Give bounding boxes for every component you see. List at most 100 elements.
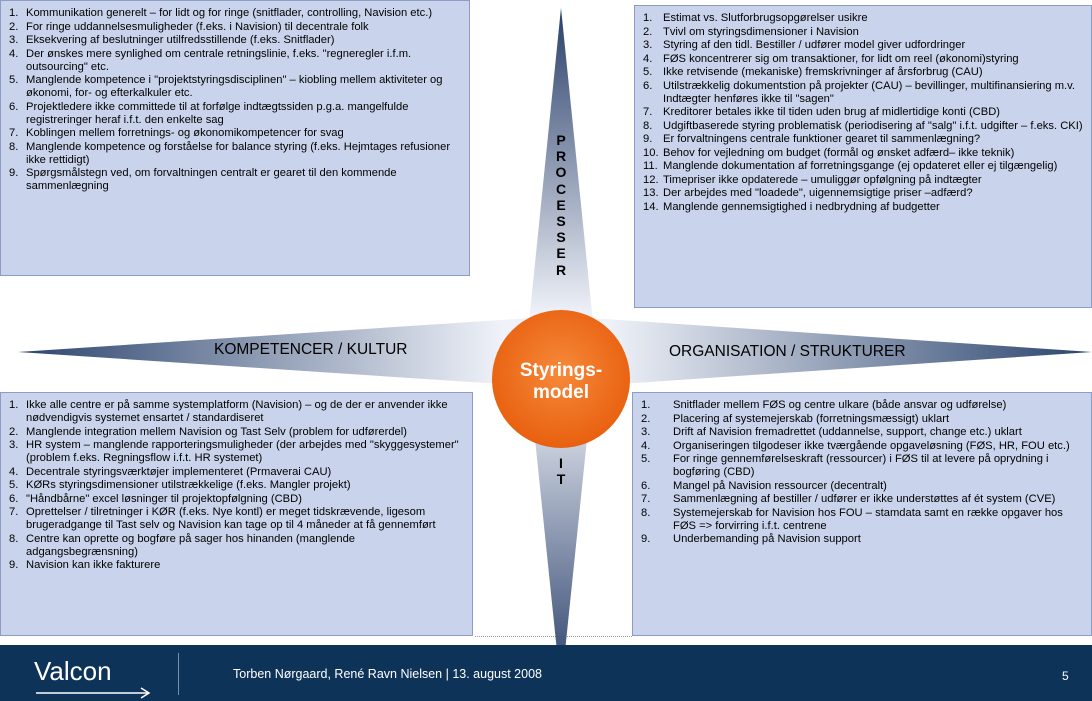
list-item-number: 6. <box>9 100 19 113</box>
list-item-number: 9. <box>9 167 19 179</box>
list-item-number: 1. <box>9 7 19 19</box>
center-label: Styrings- model <box>492 360 630 404</box>
list-item: 7. Oprettelser / tilretninger i KØR (f.ek… <box>9 506 464 532</box>
list-item: 8.Systemejerskab for Navision hos FOU – … <box>641 507 1083 533</box>
list-item-text: Underbemanding på Navision support <box>673 533 861 545</box>
list-item: 9. Navision kan ikke fakturere <box>9 559 464 572</box>
list-item: 4.FØS koncentrerer sig om transaktioner,… <box>643 53 1083 66</box>
list-item-number: 1. <box>641 399 651 411</box>
axis-left-label: KOMPETENCER / KULTUR <box>214 341 408 358</box>
list-item: 13. Der arbejdes med "loadede", uigennems… <box>643 187 1083 200</box>
list-item: 2.For ringe uddannelsesmuligheder (f.eks… <box>9 21 461 34</box>
list-item-number: 4. <box>641 439 651 452</box>
list-item-text: Placering af systemejerskab (forretnings… <box>673 412 950 425</box>
list-item-text: Oprettelser / tilretninger i KØR (f.eks.… <box>26 506 436 531</box>
list-item-text: Navision kan ikke fakturere <box>26 559 161 571</box>
kompetencer-it-box: 1.Ikke alle centre er på samme systempla… <box>0 392 473 636</box>
list-item-number: 5. <box>641 453 651 465</box>
list-item-text: Decentrale styringsværktøjer implementer… <box>26 465 332 478</box>
list-item-text: Estimat vs. Slutforbrugsopgørelser usikr… <box>663 12 868 24</box>
axis-letter: O <box>555 164 567 181</box>
organisation-it-box: 1. Snitflader mellem FØS og centre ulkare… <box>632 392 1092 636</box>
list-item: 9. Spørgsmålstegn ved, om forvaltningen c… <box>9 167 461 193</box>
list-item-number: 7. <box>641 493 651 505</box>
list-item-number: 10. <box>643 146 659 159</box>
logo-arrow-icon <box>36 687 151 699</box>
divider-dotted <box>475 636 632 637</box>
list-item-text: Ikke retvisende (mekaniske) fremskrivnin… <box>663 66 983 78</box>
list-item-number: 6. <box>643 79 653 92</box>
list-item-text: Drift af Navision fremadrettet (uddannel… <box>673 426 1022 438</box>
list-item-number: 8. <box>9 140 19 153</box>
list-item: 7.Koblingen mellem forretnings- og økono… <box>9 127 461 140</box>
axis-letter: E <box>556 196 566 213</box>
list-item-text: Centre kan oprette og bogføre på sager h… <box>26 532 356 558</box>
list-item: 5.Manglende kompetence i "projektstyring… <box>9 74 461 100</box>
list-item-number: 9. <box>9 559 19 571</box>
list-item-number: 3. <box>641 426 651 438</box>
list-item-text: Spørgsmålstegn ved, om forvaltningen cen… <box>26 167 397 192</box>
list-item: 5.Ikke retvisende (mekaniske) fremskrivn… <box>643 66 1083 79</box>
list-item-text: Er forvaltningens centrale funktioner ge… <box>663 133 981 145</box>
list-item-text: "Håndbårne" excel løsninger til projekto… <box>26 492 302 505</box>
footer-divider <box>178 653 179 695</box>
axis-letter: S <box>556 212 566 229</box>
list-item-number: 9. <box>643 133 653 145</box>
list-item: 4.Der ønskes mere synlighed om centrale … <box>9 48 461 74</box>
list-item-text: HR system – manglende rapporteringsmulig… <box>26 439 459 464</box>
footer-authors-date: Torben Nørgaard, René Ravn Nielsen | 13.… <box>233 667 542 681</box>
list-item-number: 2. <box>9 20 19 33</box>
list-item-text: Ikke alle centre er på samme systemplatf… <box>26 399 448 424</box>
list-item: 2.Tvivl om styringsdimensioner i Navisio… <box>643 26 1083 39</box>
center-label-line2: model <box>533 382 589 403</box>
list-item-text: For ringe gennemførelseskraft (ressource… <box>673 453 1049 478</box>
list-item: 3.Eksekvering af beslutninger utilfredss… <box>9 34 461 47</box>
list-item: 5. For ringe gennemførelseskraft (ressour… <box>641 453 1083 479</box>
list-item-text: Manglende integration mellem Navision og… <box>26 425 407 438</box>
list-item-number: 5. <box>9 479 19 491</box>
list-item: 4.Organiseringen tilgodeser ikke tværgåe… <box>641 440 1083 453</box>
list-item-number: 7. <box>643 106 653 118</box>
processer-organisation-box: 1. Estimat vs. Slutforbrugsopgørelser usi… <box>634 5 1092 308</box>
list-item-number: 7. <box>9 127 19 139</box>
list-item: 5.KØRs styringsdimensioner utilstrækkeli… <box>9 479 464 492</box>
list-item: 10.Behov for vejledning om budget (formå… <box>643 147 1083 160</box>
valcon-logo: Valcon <box>34 656 112 686</box>
axis-letter: R <box>555 148 567 165</box>
axis-letter: T <box>556 471 566 488</box>
list-item: 1.Ikke alle centre er på samme systempla… <box>9 399 464 425</box>
list-item-text: Der arbejdes med "loadede", uigennemsigt… <box>663 187 973 199</box>
list-item-number: 3. <box>9 34 19 46</box>
list-item-number: 11. <box>643 160 658 172</box>
list-item-number: 7. <box>9 506 19 518</box>
axis-letter: S <box>556 229 566 246</box>
list-item-number: 3. <box>643 39 653 51</box>
list-item-text: Tvivl om styringsdimensioner i Navision <box>663 25 859 38</box>
list-item-text: Kommunikation generelt – for lidt og for… <box>26 7 433 19</box>
list-item-text: Sammenlægning af bestiller / udfører er … <box>673 493 1056 505</box>
axis-letter: R <box>555 261 567 278</box>
list-item: 2.Manglende integration mellem Navision … <box>9 426 464 439</box>
kompetencer-processer-box: 1. Kommunikation generelt – for lidt og f… <box>0 0 470 276</box>
list-item-number: 1. <box>643 12 653 24</box>
list-item: 6.Projektledere ikke committede til at f… <box>9 101 461 127</box>
list-item-number: 4. <box>9 47 19 60</box>
list-item-number: 13. <box>643 187 659 199</box>
list-item: 1. Kommunikation generelt – for lidt og f… <box>9 7 461 20</box>
list-item: 6."Håndbårne" excel løsninger til projek… <box>9 493 464 506</box>
list-item-text: Kreditorer betales ikke til tiden uden b… <box>663 106 1001 118</box>
list-item: 12.Timepriser ikke opdaterede – umuliggø… <box>643 174 1083 187</box>
list-item: 6.Utilstrækkelig dokumentstion på projek… <box>643 80 1083 106</box>
list-item: 6.Mangel på Navision ressourcer (decentr… <box>641 480 1083 493</box>
axis-letter: I <box>559 455 563 471</box>
list-item: 9.Underbemanding på Navision support <box>641 533 1083 546</box>
footer-bar: Valcon Torben Nørgaard, René Ravn Nielse… <box>0 645 1092 701</box>
axis-letter: P <box>556 132 566 148</box>
list-item: 4.Decentrale styringsværktøjer implement… <box>9 466 464 479</box>
list-item-text: Snitflader mellem FØS og centre ulkare (… <box>673 399 1007 411</box>
list-item-number: 3. <box>9 439 19 451</box>
list-item-number: 6. <box>641 479 651 492</box>
list-item: 1. Snitflader mellem FØS og centre ulkare… <box>641 399 1083 412</box>
